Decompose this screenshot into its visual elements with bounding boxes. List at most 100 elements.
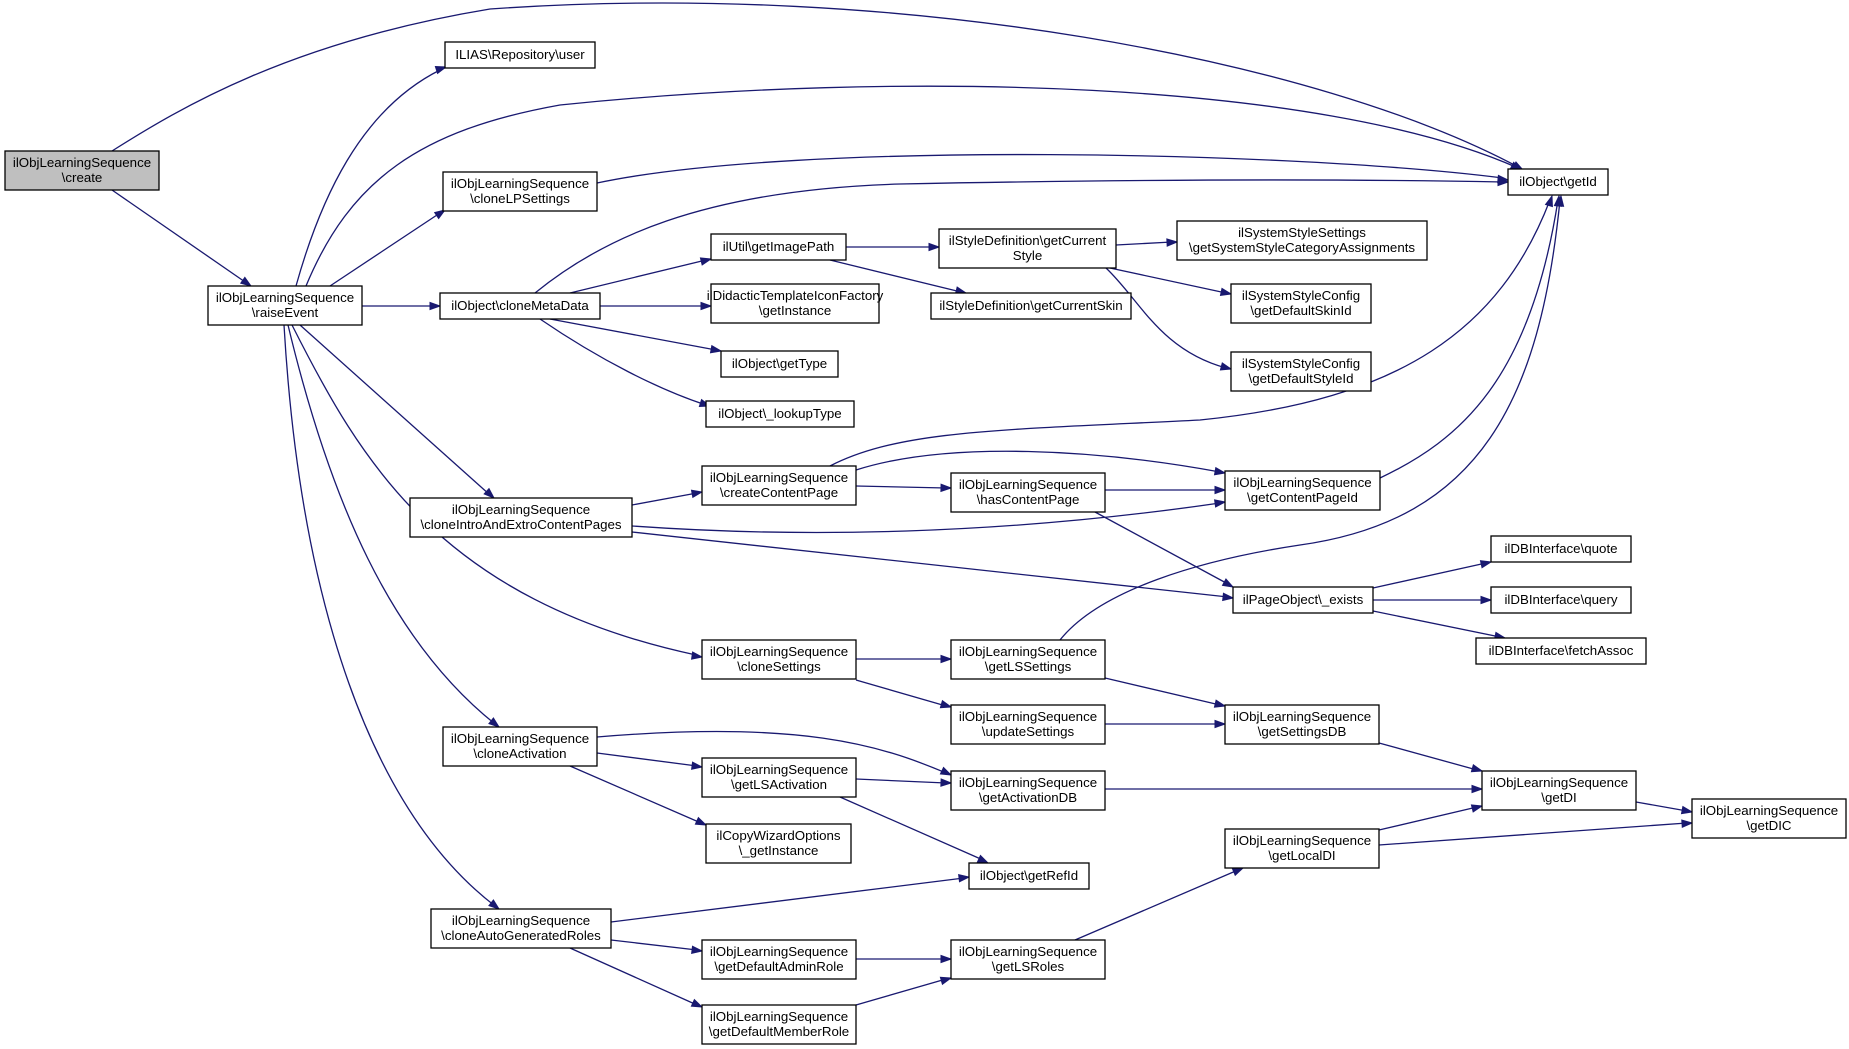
node-box[interactable] [950, 770, 1106, 811]
node-box[interactable] [950, 472, 1106, 513]
node-createContentPage[interactable]: ilObjLearningSequence\createContentPage [701, 465, 857, 506]
node-lookupType[interactable]: ilObject\_lookupType [705, 400, 855, 428]
node-box[interactable] [701, 757, 857, 798]
node-box[interactable] [1224, 704, 1380, 745]
arrow-head-icon [1471, 784, 1484, 794]
node-updateSettings[interactable]: ilObjLearningSequence\updateSettings [950, 704, 1106, 745]
node-dbFetchAssoc[interactable]: ilDBInterface\fetchAssoc [1475, 637, 1647, 665]
node-box[interactable] [705, 823, 852, 864]
node-getLSSettings[interactable]: ilObjLearningSequence\getLSSettings [950, 639, 1106, 680]
node-getCurrentSkin[interactable]: ilStyleDefinition\getCurrentSkin [930, 292, 1132, 320]
node-box[interactable] [950, 939, 1106, 980]
node-cloneActivation[interactable]: ilObjLearningSequence\cloneActivation [442, 726, 598, 767]
node-cloneLPSettings[interactable]: ilObjLearningSequence\cloneLPSettings [442, 171, 598, 212]
node-box[interactable] [930, 292, 1132, 320]
node-box[interactable] [701, 1004, 857, 1045]
node-box[interactable] [950, 639, 1106, 680]
node-getLSActivation[interactable]: ilObjLearningSequence\getLSActivation [701, 757, 857, 798]
node-repoUser[interactable]: ILIAS\Repository\user [444, 41, 596, 69]
node-getDI[interactable]: ilObjLearningSequence\getDI [1481, 770, 1637, 811]
node-getDefaultStyleId[interactable]: ilSystemStyleConfig\getDefaultStyleId [1230, 351, 1372, 392]
node-box[interactable] [444, 41, 596, 69]
node-getId[interactable]: ilObject\getId [1507, 168, 1609, 196]
edge-line [631, 502, 1221, 534]
node-getSystemStyleCategoryAssignments[interactable]: ilSystemStyleSettings\getSystemStyleCate… [1176, 220, 1428, 261]
node-box[interactable] [701, 465, 857, 506]
node-getDefaultSkinId[interactable]: ilSystemStyleConfig\getDefaultSkinId [1230, 283, 1372, 324]
node-label: ilObjLearningSequence [959, 477, 1097, 492]
edge-cloneSettings-to-updateSettings [855, 679, 953, 709]
arrow-head-icon [1544, 194, 1553, 208]
node-box[interactable] [701, 939, 857, 980]
node-pageExists[interactable]: ilPageObject\_exists [1232, 586, 1374, 614]
arrow-head-icon [700, 301, 713, 311]
node-getLocalDI[interactable]: ilObjLearningSequence\getLocalDI [1224, 828, 1380, 869]
edge-raiseEvent-to-cloneIntroAndExtro [299, 324, 496, 499]
node-getImagePath[interactable]: ilUtil\getImagePath [710, 233, 847, 261]
edge-line [855, 679, 947, 707]
node-box[interactable] [442, 171, 598, 212]
node-getDefaultAdminRole[interactable]: ilObjLearningSequence\getDefaultAdminRol… [701, 939, 857, 980]
node-label: ilSystemStyleConfig [1242, 356, 1360, 371]
node-cloneMetaData[interactable]: ilObject\cloneMetaData [439, 292, 601, 320]
arrow-head-icon [1213, 466, 1227, 476]
node-box[interactable] [710, 233, 847, 261]
node-copyWizardGetInstance[interactable]: ilCopyWizardOptions\_getInstance [705, 823, 852, 864]
node-getDefaultMemberRole[interactable]: ilObjLearningSequence\getDefaultMemberRo… [701, 1004, 857, 1045]
node-getSettingsDB[interactable]: ilObjLearningSequence\getSettingsDB [1224, 704, 1380, 745]
node-box[interactable] [442, 726, 598, 767]
node-cloneIntroAndExtro[interactable]: ilObjLearningSequence\cloneIntroAndExtro… [409, 497, 633, 538]
edge-cloneAutoGeneratedRoles-to-getRefId [610, 873, 971, 923]
node-hasContentPage[interactable]: ilObjLearningSequence\hasContentPage [950, 472, 1106, 513]
node-box[interactable] [950, 704, 1106, 745]
node-box[interactable] [1224, 470, 1381, 511]
arrow-head-icon [488, 899, 501, 910]
node-cloneSettings[interactable]: ilObjLearningSequence\cloneSettings [701, 639, 857, 680]
node-box[interactable] [4, 150, 160, 191]
node-box[interactable] [1176, 220, 1428, 261]
node-box[interactable] [705, 400, 855, 428]
node-box[interactable] [439, 292, 601, 320]
node-create[interactable]: ilObjLearningSequence\create [4, 150, 160, 191]
arrow-head-icon [1214, 719, 1227, 729]
edge-line [829, 259, 962, 293]
node-getContentPageId[interactable]: ilObjLearningSequence\getContentPageId [1224, 470, 1381, 511]
node-box[interactable] [1232, 586, 1374, 614]
node-box[interactable] [1230, 351, 1372, 392]
node-dbQuery[interactable]: ilDBInterface\query [1490, 586, 1632, 614]
node-box[interactable] [409, 497, 633, 538]
node-box[interactable] [968, 862, 1090, 890]
node-box[interactable] [1507, 168, 1609, 196]
edge-cloneMetaData-to-getType [549, 318, 723, 354]
node-getActivationDB[interactable]: ilObjLearningSequence\getActivationDB [950, 770, 1106, 811]
node-box[interactable] [710, 283, 880, 324]
node-label: \getLSRoles [992, 959, 1065, 974]
node-box[interactable] [938, 228, 1117, 269]
node-box[interactable] [1481, 770, 1637, 811]
node-box[interactable] [720, 350, 839, 378]
node-getLSRoles[interactable]: ilObjLearningSequence\getLSRoles [950, 939, 1106, 980]
node-box[interactable] [1224, 828, 1380, 869]
node-label: ilObjLearningSequence [959, 644, 1097, 659]
node-cloneAutoGeneratedRoles[interactable]: ilObjLearningSequence\cloneAutoGenerated… [430, 908, 612, 949]
node-getRefId[interactable]: ilObject\getRefId [968, 862, 1090, 890]
node-box[interactable] [207, 285, 363, 326]
node-box[interactable] [701, 639, 857, 680]
node-raiseEvent[interactable]: ilObjLearningSequence\raiseEvent [207, 285, 363, 326]
edge-updateSettings-to-getSettingsDB [1105, 719, 1227, 729]
node-box[interactable] [1230, 283, 1372, 324]
node-box[interactable] [1490, 535, 1632, 563]
node-label: ilObjLearningSequence [710, 762, 848, 777]
edge-cloneActivation-to-getLSActivation [596, 752, 704, 770]
node-getType[interactable]: ilObject\getType [720, 350, 839, 378]
node-box[interactable] [1490, 586, 1632, 614]
edge-getLSSettings-to-getId [1059, 194, 1565, 641]
node-box[interactable] [1475, 637, 1647, 665]
node-dbQuote[interactable]: ilDBInterface\quote [1490, 535, 1632, 563]
node-getDIC[interactable]: ilObjLearningSequence\getDIC [1691, 798, 1847, 839]
node-box[interactable] [430, 908, 612, 949]
node-box[interactable] [1691, 798, 1847, 839]
arrow-head-icon [1470, 804, 1484, 813]
node-didacticGetInstance[interactable]: ilDidacticTemplateIconFactory\getInstanc… [707, 283, 884, 324]
